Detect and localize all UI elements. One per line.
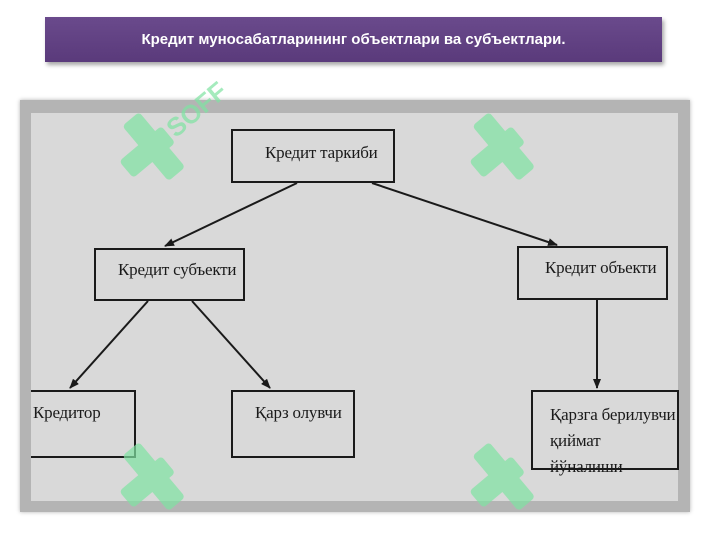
- watermark-text: SOFF: [160, 76, 225, 144]
- slide-title: Кредит муносабатларининг объектлари ва с…: [141, 31, 566, 48]
- node-credit-object: Кредит объекти: [517, 246, 668, 300]
- node-borrower: Қарз олувчи: [231, 390, 355, 458]
- node-credit-subject: Кредит субъекти: [94, 248, 245, 301]
- watermark-logo-2: [470, 113, 534, 180]
- node-creditor: Кредитор: [31, 390, 136, 458]
- slide-title-bar: Кредит муносабатларининг объектлари ва с…: [45, 17, 662, 62]
- node-loan-purpose-line1: Қарзга берилувчи: [550, 405, 676, 424]
- node-credit-structure: Кредит таркиби: [231, 129, 395, 183]
- watermark-logo-4: [470, 443, 534, 510]
- edge-subject-borrower: [191, 300, 271, 389]
- edge-subject-creditor: [69, 300, 149, 389]
- watermark-logo-3: [120, 443, 184, 510]
- node-loan-purpose: Қарзга берилувчи қиймат йўналиши: [531, 390, 679, 476]
- node-loan-purpose-line2: қиймат йўналиши: [550, 431, 623, 476]
- edge-root-subject: [164, 182, 298, 247]
- edge-root-object: [371, 182, 558, 246]
- watermark-logo-1: SOFF: [120, 76, 225, 180]
